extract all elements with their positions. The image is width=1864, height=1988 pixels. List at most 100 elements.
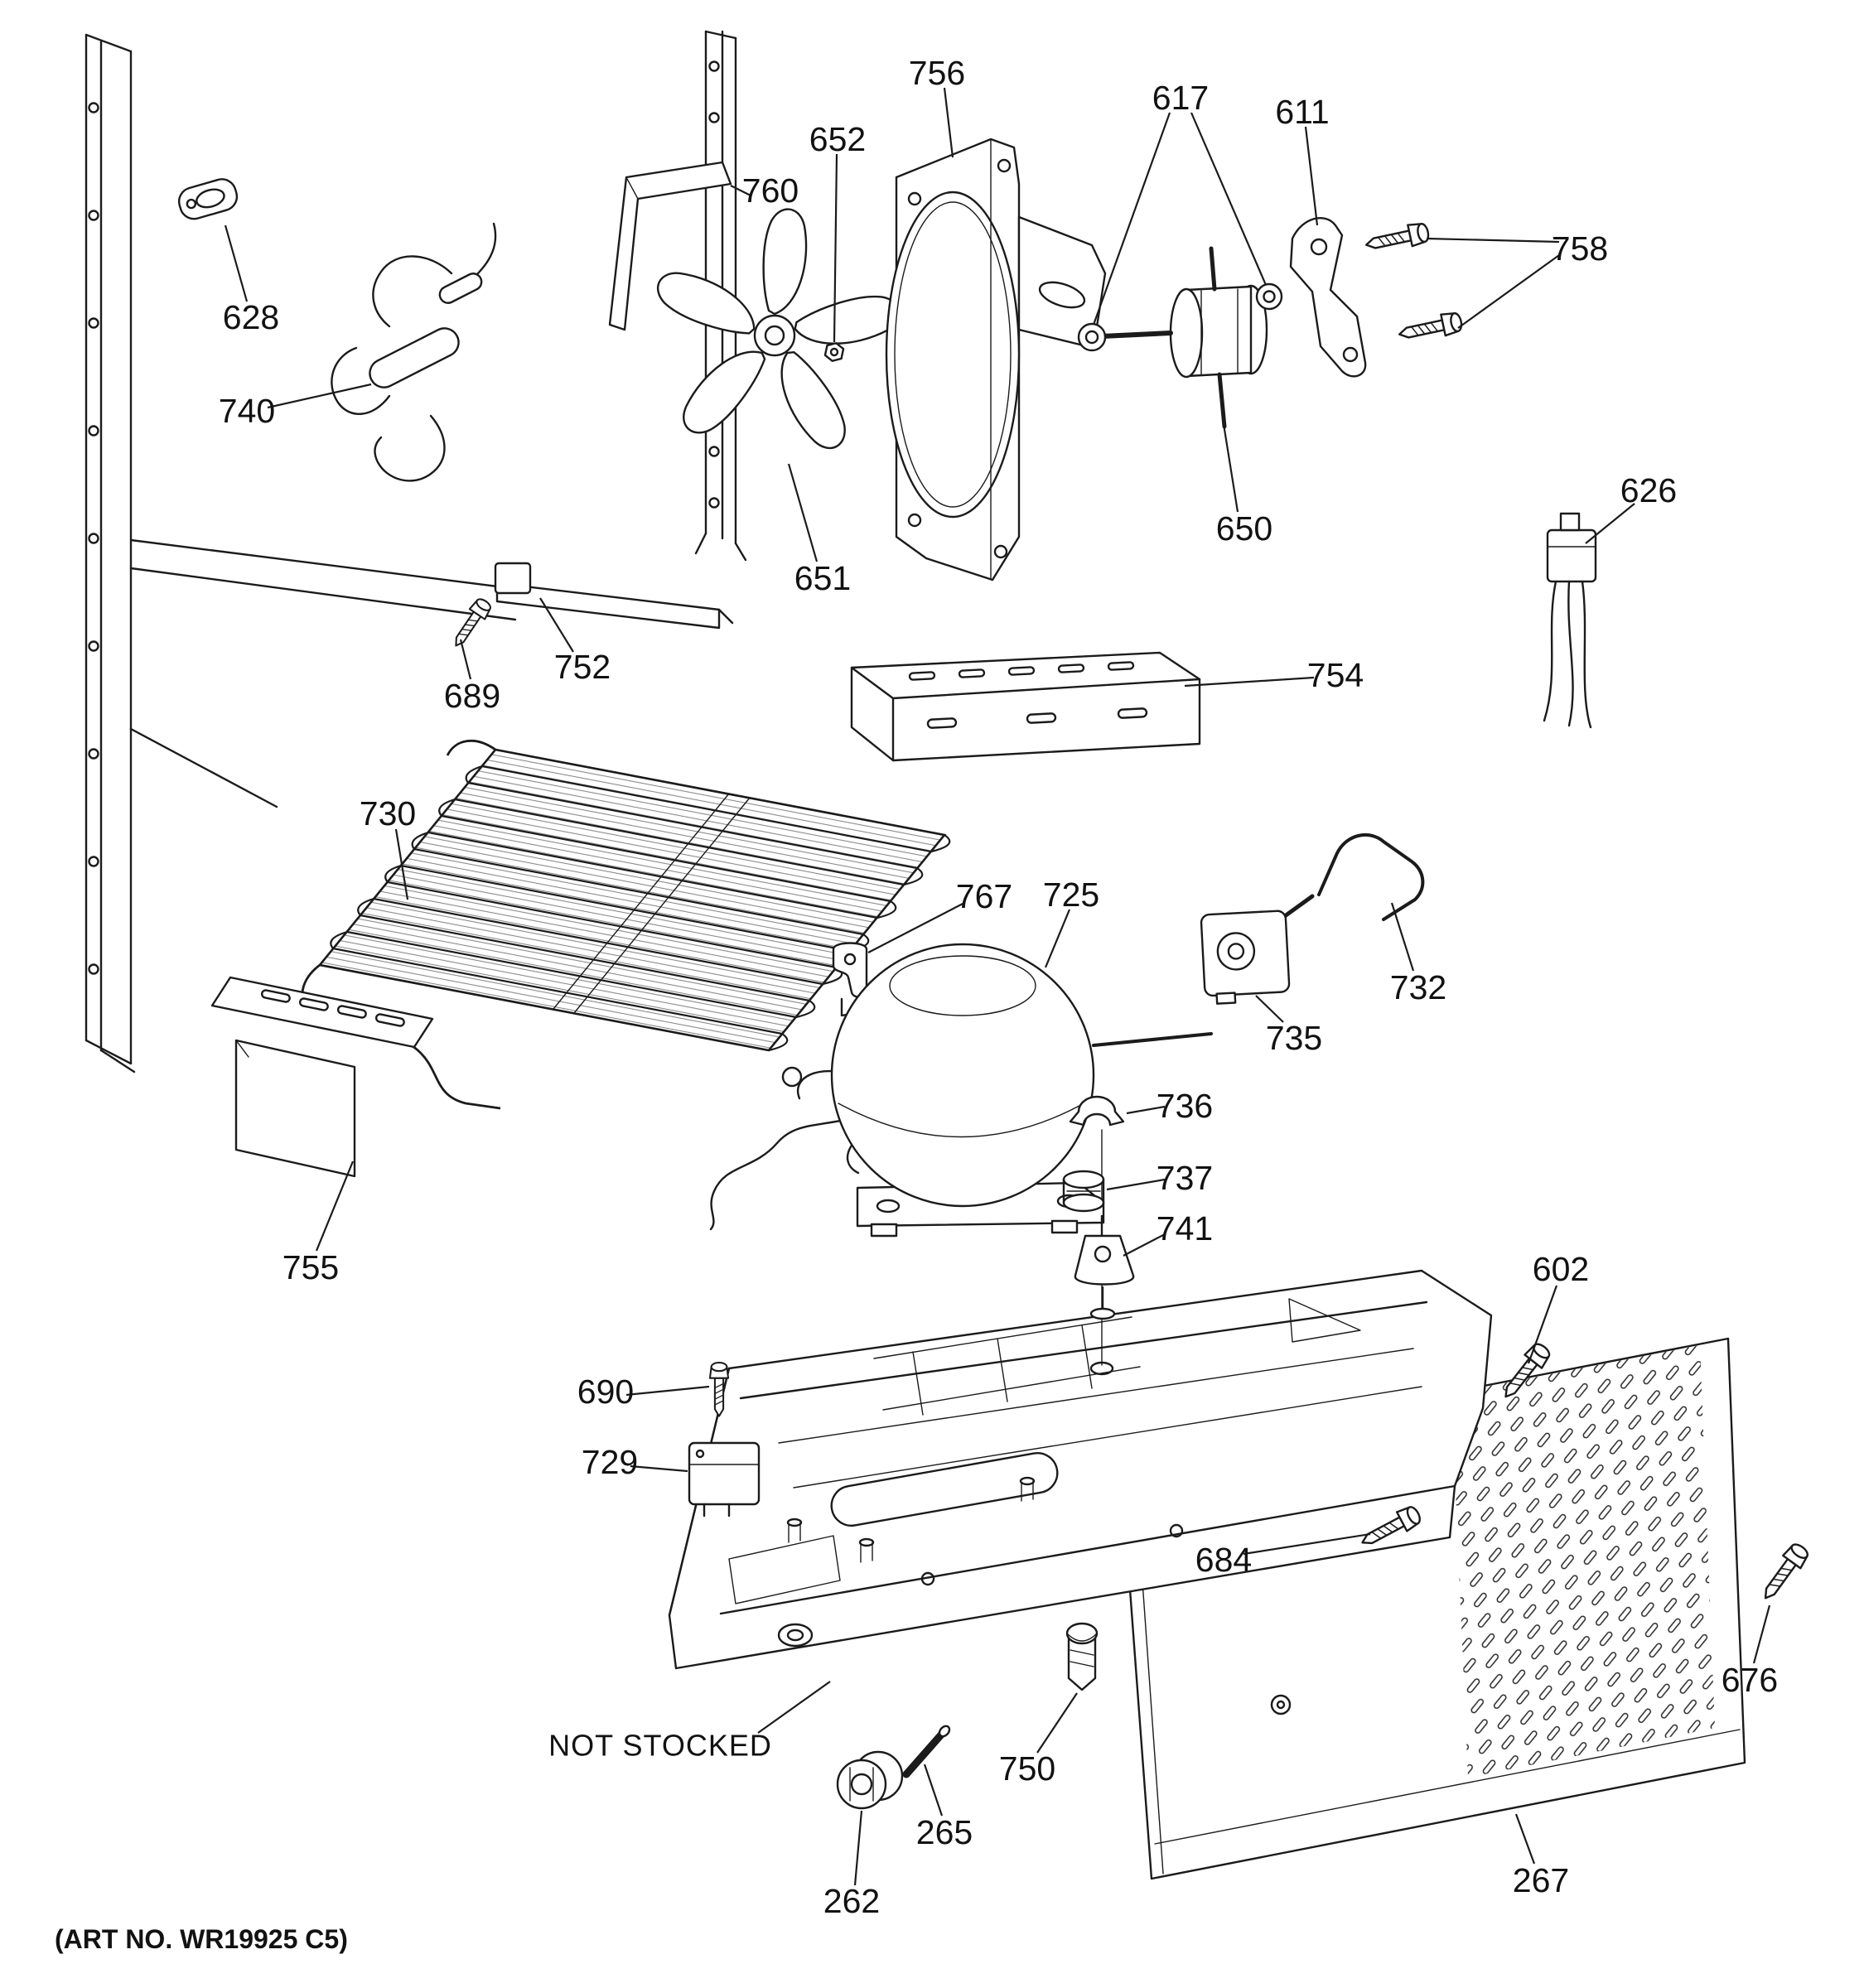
leader-735 xyxy=(1255,995,1284,1023)
leader-611 xyxy=(1304,126,1319,226)
leader-267 xyxy=(1514,1813,1536,1865)
part-grommets-617 xyxy=(1077,282,1283,352)
callout-267: 267 xyxy=(1513,1861,1569,1899)
part-evaporator-730 xyxy=(301,739,951,1110)
callout-690: 690 xyxy=(577,1373,634,1411)
callout-729: 729 xyxy=(582,1443,638,1481)
callout-752: 752 xyxy=(554,648,611,686)
leader-750 xyxy=(1036,1692,1078,1754)
callout-not-stocked: NOT STOCKED xyxy=(548,1729,772,1763)
leader-265 xyxy=(923,1764,944,1817)
leader-628 xyxy=(224,224,249,302)
leader-758-1 xyxy=(1426,237,1560,244)
callout-628: 628 xyxy=(223,298,279,336)
leader-602 xyxy=(1527,1285,1558,1364)
callout-676: 676 xyxy=(1722,1661,1778,1699)
part-bracket-754 xyxy=(850,651,1201,762)
leader-767 xyxy=(867,902,965,953)
part-drier-assembly-740 xyxy=(331,222,497,482)
leader-729 xyxy=(630,1464,688,1473)
part-belt-bracket-760 xyxy=(608,161,732,331)
callout-684: 684 xyxy=(1195,1541,1252,1579)
leader-740 xyxy=(267,383,372,409)
leader-752 xyxy=(539,597,574,653)
callout-732: 732 xyxy=(1390,968,1446,1006)
leader-755 xyxy=(315,1160,355,1252)
part-mount-741 xyxy=(1074,1214,1135,1320)
leader-651 xyxy=(787,463,819,562)
part-bracket-755 xyxy=(210,976,434,1178)
part-screw-758a xyxy=(1363,220,1432,257)
part-relay-box-729 xyxy=(688,1441,761,1518)
part-cabinet-left-frame xyxy=(85,33,538,1074)
leader-736 xyxy=(1126,1105,1166,1115)
part-relay-735 xyxy=(1200,894,1315,1005)
callout-652: 652 xyxy=(809,120,866,158)
callout-265: 265 xyxy=(916,1813,973,1851)
leader-676 xyxy=(1752,1604,1771,1664)
leader-732 xyxy=(1390,902,1415,972)
callout-755: 755 xyxy=(282,1248,339,1286)
part-roller-262 xyxy=(836,1750,904,1810)
leader-617-1 xyxy=(1092,112,1171,326)
part-switch-626 xyxy=(1543,512,1597,729)
leader-617-2 xyxy=(1190,112,1268,286)
callout-651: 651 xyxy=(794,559,851,597)
callout-626: 626 xyxy=(1620,471,1677,509)
callout-760: 760 xyxy=(742,171,799,210)
callout-767: 767 xyxy=(956,877,1012,915)
callout-736: 736 xyxy=(1157,1087,1213,1125)
leader-725 xyxy=(1044,909,1071,968)
leader-737 xyxy=(1106,1178,1166,1191)
callout-650: 650 xyxy=(1216,509,1272,548)
callout-750: 750 xyxy=(999,1749,1055,1788)
leader-758-2 xyxy=(1457,254,1560,329)
callout-756: 756 xyxy=(909,54,965,92)
leader-689 xyxy=(459,639,472,680)
art-number: (ART NO. WR19925 C5) xyxy=(55,1924,348,1954)
part-fan-shroud-756 xyxy=(885,138,1107,581)
part-wire-clip-732 xyxy=(1317,833,1425,921)
part-base-tray xyxy=(668,1269,1493,1670)
callout-737: 737 xyxy=(1157,1159,1213,1197)
leader-730 xyxy=(394,828,409,900)
leader-756 xyxy=(943,87,954,158)
part-grommet-737 xyxy=(1062,1170,1105,1213)
leader-652 xyxy=(833,153,838,343)
callout-602: 602 xyxy=(1533,1250,1589,1288)
part-screw-676 xyxy=(1755,1539,1813,1606)
leader-684 xyxy=(1243,1532,1371,1556)
callout-741: 741 xyxy=(1157,1209,1213,1247)
part-clip-628 xyxy=(177,178,239,220)
part-screw-750 xyxy=(1065,1622,1099,1691)
part-fan-blade-651 xyxy=(650,208,905,457)
part-clamp-736 xyxy=(1069,1095,1125,1127)
leader-650 xyxy=(1222,423,1239,513)
part-pin-265 xyxy=(902,1725,951,1778)
callout-758: 758 xyxy=(1552,229,1608,268)
part-screw-689 xyxy=(447,595,495,652)
part-nut-652 xyxy=(823,342,845,362)
callout-617: 617 xyxy=(1152,79,1209,117)
part-support-rail-752 xyxy=(494,562,734,630)
callout-730: 730 xyxy=(360,794,416,832)
callout-611: 611 xyxy=(1275,93,1329,131)
callout-740: 740 xyxy=(219,392,275,430)
leader-690 xyxy=(625,1385,710,1397)
callout-725: 725 xyxy=(1043,876,1099,914)
callouts-layer: 756 617 611 652 760 758 628 740 626 651 650 689 752 7… xyxy=(219,54,1778,1920)
part-fan-motor-650 xyxy=(1099,246,1268,429)
leader-626 xyxy=(1585,503,1635,544)
callout-754: 754 xyxy=(1307,656,1364,694)
leader-262 xyxy=(853,1810,863,1886)
callout-262: 262 xyxy=(823,1882,880,1920)
leader-760 xyxy=(730,185,751,196)
part-screw-758b xyxy=(1396,309,1465,346)
leader-754 xyxy=(1184,676,1315,688)
leader-741 xyxy=(1123,1233,1166,1257)
leader-not-stocked xyxy=(757,1681,831,1734)
part-motor-bracket-611 xyxy=(1289,217,1367,378)
callout-689: 689 xyxy=(444,677,500,715)
